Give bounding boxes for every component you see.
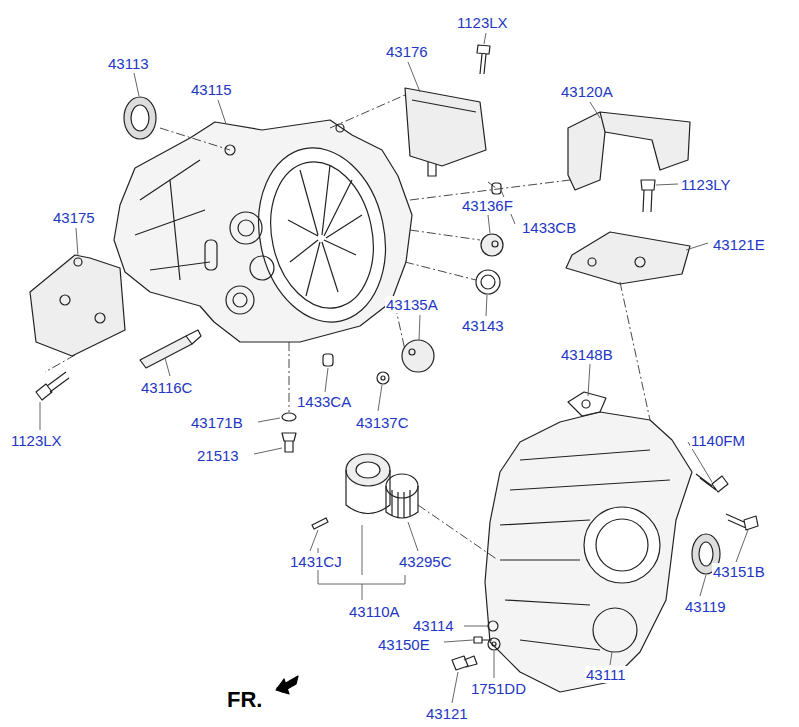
callout-number: 43148B [560, 346, 614, 363]
callout-number: 1433CB [521, 219, 577, 236]
callout-number: 1123LX [10, 432, 63, 449]
callout-number: 43110A [348, 603, 401, 620]
callout-number: 43295C [398, 553, 453, 570]
callout-number: 1431CJ [289, 553, 343, 570]
callout-number: 43136F [461, 197, 514, 214]
callout-number: 43176 [385, 43, 429, 60]
callout-number: 43114 [412, 617, 455, 634]
callout-number: 43121E [712, 236, 766, 253]
callout-number: 43171B [190, 414, 244, 431]
callout-number: 43175 [52, 209, 96, 226]
callout-number: 43121 [425, 705, 469, 722]
callout-number: 43119 [684, 598, 727, 615]
callout-number: 43135A [385, 296, 439, 313]
callout-number: 1123LY [680, 176, 732, 193]
callout-number: 43111 [585, 666, 627, 683]
callout-number: 1433CA [296, 393, 352, 410]
callout-number: 43137C [355, 414, 410, 431]
callout-number: 43113 [107, 55, 150, 72]
callout-number: 1751DD [470, 680, 527, 697]
direction-label: FR. [226, 688, 263, 712]
callout-number: 43116C [140, 379, 193, 396]
callout-number: 43143 [461, 317, 505, 334]
callout-number: 43120A [560, 83, 614, 100]
callout-number: 1123LX [456, 14, 509, 31]
callout-number: 21513 [196, 447, 240, 464]
callout-number: 43115 [190, 81, 233, 98]
callout-number: 1140FM [690, 432, 746, 449]
callout-number: 43151B [712, 563, 766, 580]
callout-number: 43150E [377, 636, 431, 653]
